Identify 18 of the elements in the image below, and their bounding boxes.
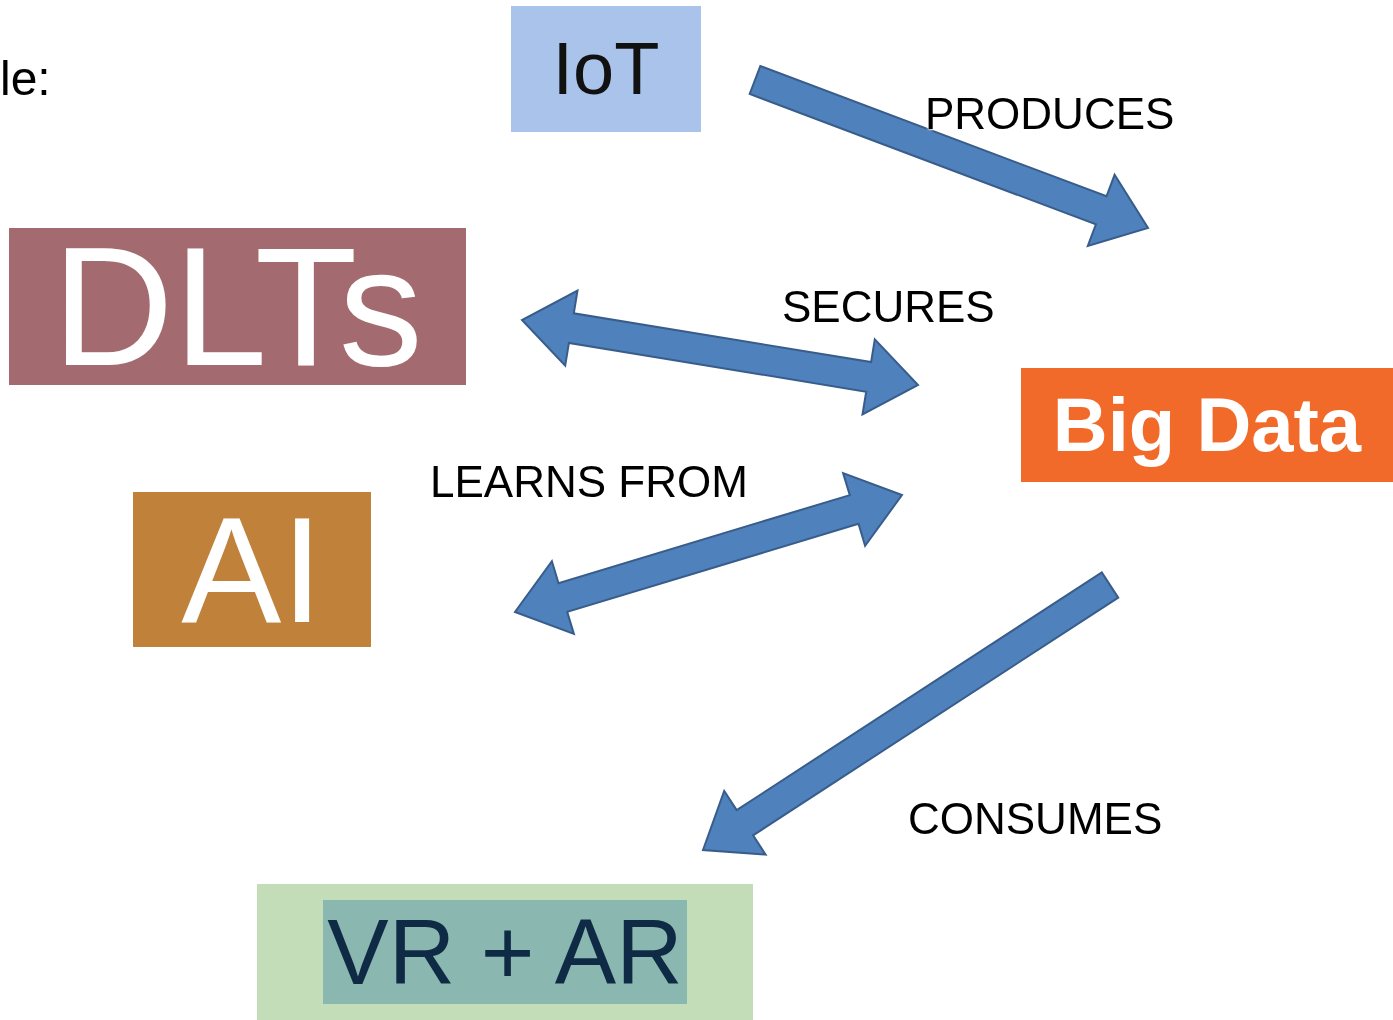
topic-label: DLTs bbox=[52, 222, 423, 391]
edge-label: LEARNS FROM bbox=[430, 460, 748, 504]
topic-box bbox=[511, 6, 701, 132]
topic-box bbox=[133, 492, 371, 647]
topic-box bbox=[9, 228, 466, 385]
edge-label: CONSUMES bbox=[908, 797, 1163, 841]
topic-box bbox=[257, 884, 753, 1020]
block-arrow bbox=[701, 571, 1120, 856]
topic-box bbox=[1021, 368, 1393, 482]
topic-label: AI bbox=[181, 494, 323, 645]
edge-label: SECURES bbox=[782, 285, 995, 329]
block-arrow bbox=[520, 288, 920, 417]
topic-label: VR + AR bbox=[323, 900, 687, 1004]
block-arrow bbox=[748, 64, 1150, 248]
topic-label: IoT bbox=[552, 32, 660, 106]
block-arrow bbox=[513, 471, 904, 636]
edge-label: PRODUCES bbox=[925, 92, 1175, 136]
text-label: le: bbox=[0, 55, 51, 103]
